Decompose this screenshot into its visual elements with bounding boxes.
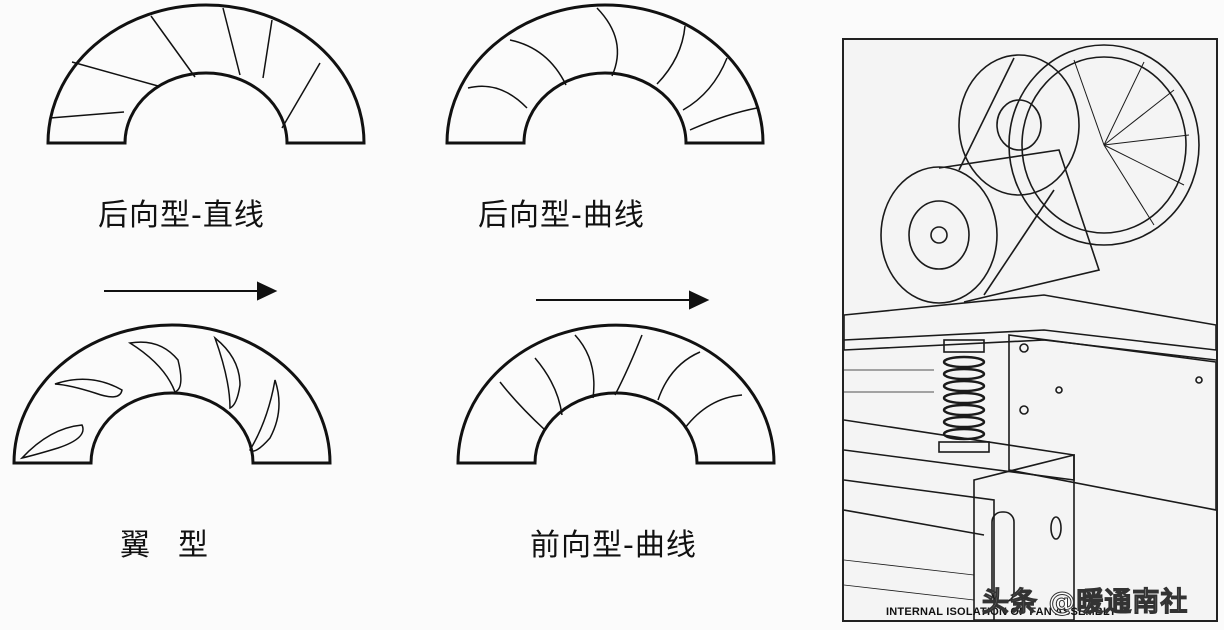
impeller-forward-curved [456, 323, 776, 465]
straight-blades [49, 7, 321, 129]
fan-assembly-drawing [844, 44, 1216, 620]
label-airfoil: 翼型 [120, 528, 236, 563]
impeller-airfoil [12, 323, 332, 465]
label-forward-curved: 前向型-曲线 [530, 528, 697, 563]
label-backward-straight: 后向型-直线 [98, 198, 265, 233]
arrow-right [536, 290, 710, 310]
impeller-backward-straight [46, 3, 366, 145]
forward-blades [499, 334, 743, 431]
illustration-caption: INTERNAL ISOLATION OF FAN ASSEMBLY [886, 606, 1117, 618]
fan-assembly-illustration: INTERNAL ISOLATION OF FAN ASSEMBLY [842, 38, 1218, 622]
arrow-left [104, 281, 278, 301]
curved-blades [467, 7, 758, 131]
impeller-backward-curved [445, 3, 765, 145]
label-backward-curved: 后向型-曲线 [478, 198, 645, 233]
watermark: 头条 @暖通南社 [981, 587, 1189, 619]
airfoil-blades [19, 335, 280, 460]
